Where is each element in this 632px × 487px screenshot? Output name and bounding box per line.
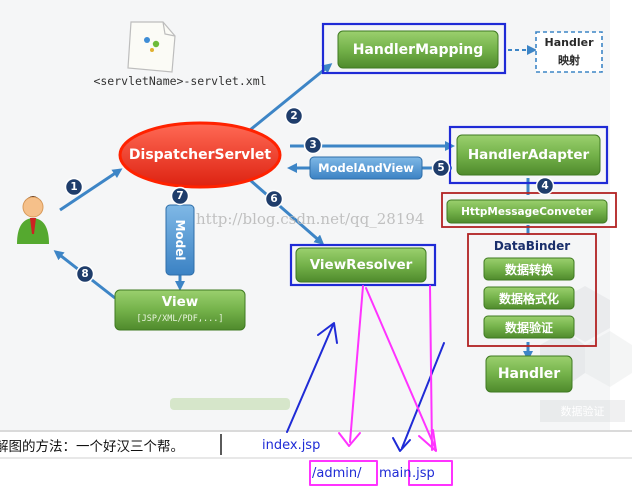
handler-adapter-label: HandlerAdapter (467, 147, 590, 163)
view-resolver-box (295, 247, 427, 283)
dispatcher-servlet-ellipse (118, 121, 282, 189)
step-number-4: 4 (541, 180, 549, 192)
view-sub-label: [JSP/XML/PDF,...] (136, 314, 224, 324)
http-converter-label: HttpMessageConveter (461, 205, 593, 218)
data-step-label-3: 数据验证 (504, 320, 553, 335)
highlight-frames (289, 22, 617, 347)
path-label-main: main (379, 465, 412, 481)
handler-mapping-note-line-2: 映射 (558, 53, 580, 67)
http-converter-box (446, 199, 608, 224)
data-step-box-1 (483, 257, 575, 281)
step-number-7: 7 (176, 190, 184, 202)
handler-box (485, 355, 573, 393)
view-box (114, 289, 246, 331)
editor-text-line[interactable]: 解图的方法：一个好汉三个帮。 (0, 439, 184, 455)
step-number-5: 5 (437, 162, 445, 174)
view-label: View (161, 294, 199, 310)
model-and-view-label: ModelAndView (318, 161, 414, 175)
step-badges (64, 106, 555, 284)
servlet-xml-label: <servletName>-servlet.xml (93, 74, 267, 88)
watermark-text: http://blog.csdn.net/qq_28194 (196, 210, 425, 228)
step-number-2: 2 (290, 110, 298, 122)
handler-mapping-label: HandlerMapping (352, 41, 484, 58)
view-resolver-label: ViewResolver (309, 257, 413, 273)
step-number-6: 6 (270, 193, 278, 205)
servlet-xml-document-icon (127, 21, 176, 73)
data-step-box-3 (483, 315, 575, 339)
handler-adapter-box (456, 134, 601, 176)
faded-strip (170, 398, 290, 410)
dispatcher-servlet-label: DispatcherServlet (128, 147, 272, 163)
user-icon (17, 196, 49, 244)
index-jsp-label: index.jsp (262, 437, 321, 453)
data-step-label-2: 数据格式化 (498, 291, 559, 306)
handler-mapping-box (337, 30, 499, 69)
data-step-label-1: 数据转换 (504, 262, 553, 277)
handler-mapping-note-box (535, 31, 603, 73)
data-binder-label: DataBinder (493, 239, 571, 253)
handler-mapping-note-line-1: Handler (544, 36, 594, 49)
model-label: Model (173, 219, 187, 261)
path-label-admin: /admin/ (312, 465, 362, 481)
handler-label: Handler (497, 366, 561, 382)
faded-bottom-label: 数据验证 (560, 405, 605, 418)
model-and-view-pill (309, 156, 423, 180)
path-label-jsp: .jsp (412, 465, 435, 481)
step-number-8: 8 (81, 268, 89, 280)
annotation-strokes (286, 285, 453, 486)
data-step-box-2 (483, 286, 575, 310)
step-number-1: 1 (70, 181, 78, 193)
step-number-3: 3 (309, 139, 317, 151)
